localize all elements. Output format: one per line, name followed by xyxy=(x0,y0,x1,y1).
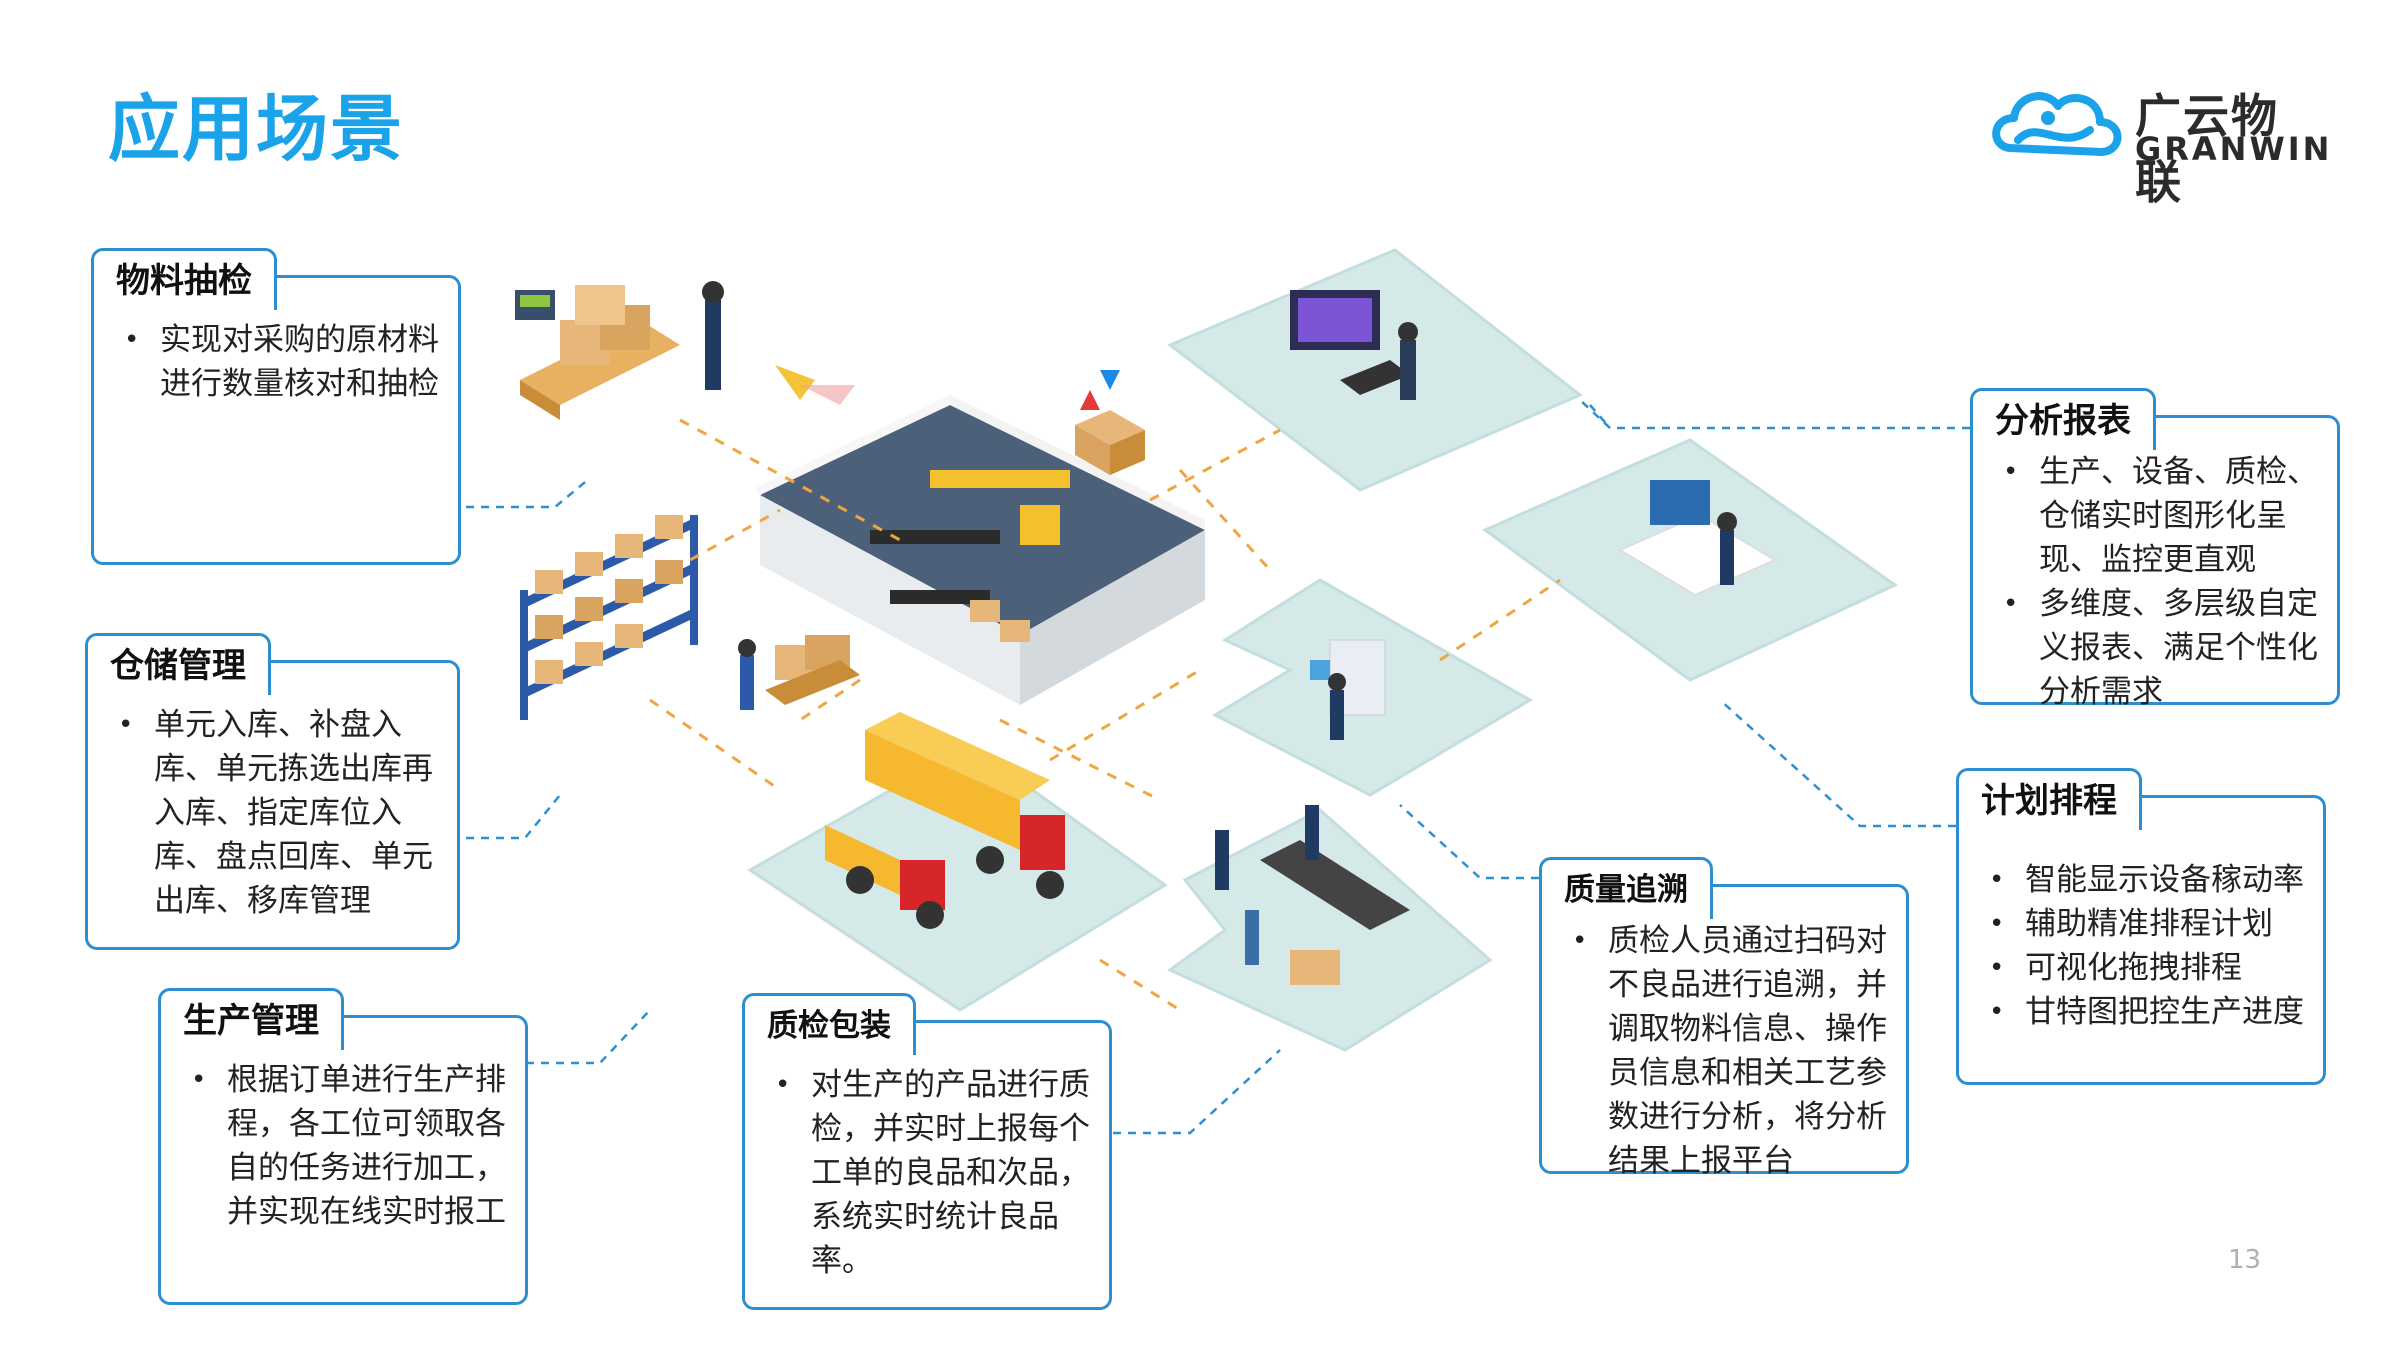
box-storage-item: 单元入库、补盘入库、单元拣选出库再入库、指定库位入库、盘点回库、单元出库、移库管… xyxy=(118,703,439,923)
orange-connectors xyxy=(649,418,1561,1012)
pallet-worker xyxy=(738,635,860,710)
cloud-logo-icon xyxy=(1992,92,2122,156)
logo: 广云物联 GRANWIN xyxy=(1990,78,2329,209)
box-report-item: 生产、设备、质检、仓储实时图形化呈现、监控更直观 xyxy=(2003,450,2319,582)
box-qc-pack: 质检包装 对生产的产品进行质检，并实时上报每个工单的良品和次品，系统实时统计良品… xyxy=(742,993,1112,1310)
box-material: 物料抽检 实现对采购的原材料进行数量核对和抽检 xyxy=(91,248,461,565)
platform-analysis-desk xyxy=(1482,438,1898,682)
box-report-item: 多维度、多层级自定义报表、满足个性化分析需求 xyxy=(2003,582,2319,714)
box-plan-item: 智能显示设备稼动率 xyxy=(1989,858,2305,902)
box-plan-item: 甘特图把控生产进度 xyxy=(1989,990,2305,1034)
scale-boxes xyxy=(515,281,855,420)
platform-quality xyxy=(1211,578,1533,797)
blue-leader-lines xyxy=(466,399,1970,1135)
platform-packing xyxy=(1167,805,1493,1052)
box-plan: 计划排程 智能显示设备稼动率 辅助精准排程计划 可视化拖拽排程 甘特图把控生产进… xyxy=(1956,768,2326,1085)
logo-cn: 广云物联 xyxy=(2135,89,2279,209)
logo-en: GRANWIN xyxy=(2135,130,2333,168)
box-qc-pack-title: 质检包装 xyxy=(742,993,916,1055)
box-qc-pack-item: 对生产的产品进行质检，并实时上报每个工单的良品和次品，系统实时统计良品率。 xyxy=(775,1063,1091,1283)
box-material-item: 实现对采购的原材料进行数量核对和抽检 xyxy=(124,318,440,406)
box-storage-title: 仓储管理 xyxy=(85,633,271,695)
box-material-title: 物料抽检 xyxy=(91,248,277,310)
package-arrows xyxy=(1075,370,1145,475)
box-storage: 仓储管理 单元入库、补盘入库、单元拣选出库再入库、指定库位入库、盘点回库、单元出… xyxy=(85,633,460,950)
storage-shelves xyxy=(520,515,698,720)
box-production-title: 生产管理 xyxy=(158,988,344,1050)
factory-building xyxy=(755,395,1205,705)
box-plan-item: 可视化拖拽排程 xyxy=(1989,946,2305,990)
page-title: 应用场景 xyxy=(108,87,405,171)
box-quality-title: 质量追溯 xyxy=(1539,857,1713,919)
box-report: 分析报表 生产、设备、质检、仓储实时图形化呈现、监控更直观 多维度、多层级自定义… xyxy=(1970,388,2340,710)
platform-trucks xyxy=(747,712,1168,1012)
box-quality: 质量追溯 质检人员通过扫码对不良品进行追溯，并调取物料信息、操作员信息和相关工艺… xyxy=(1539,857,1909,1179)
box-production: 生产管理 根据订单进行生产排程，各工位可领取各自的任务进行加工，并实现在线实时报… xyxy=(158,988,528,1305)
platform-analysis-top xyxy=(1167,248,1583,492)
box-plan-title: 计划排程 xyxy=(1956,768,2142,830)
box-production-item: 根据订单进行生产排程，各工位可领取各自的任务进行加工，并实现在线实时报工 xyxy=(191,1058,507,1234)
box-quality-item: 质检人员通过扫码对不良品进行追溯，并调取物料信息、操作员信息和相关工艺参数进行分… xyxy=(1572,919,1888,1183)
box-report-title: 分析报表 xyxy=(1970,388,2156,450)
box-plan-item: 辅助精准排程计划 xyxy=(1989,902,2305,946)
page-number: 13 xyxy=(2228,1245,2262,1275)
